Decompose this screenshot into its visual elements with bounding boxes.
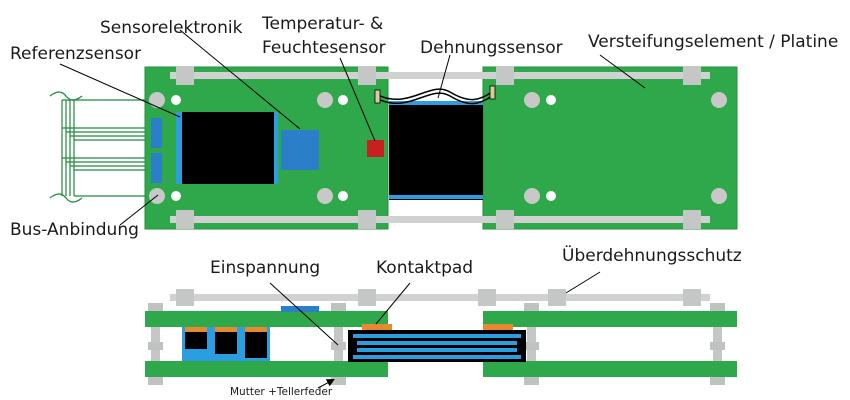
strain-sensor-wire	[374, 85, 496, 105]
label-bus-anbindung: Bus-Anbindung	[10, 220, 139, 240]
side-strain-sensor	[348, 324, 526, 362]
side-nuts	[148, 303, 725, 385]
mounting-holes	[149, 92, 727, 204]
reference-sensor-edge	[274, 112, 278, 184]
label-einspannung: Einspannung	[210, 258, 321, 278]
leader-lines-side	[269, 271, 601, 389]
right-pcb-board	[482, 66, 738, 230]
strain-sensor-block	[389, 105, 483, 200]
side-rod-top	[170, 294, 710, 301]
reference-sensor-chip	[182, 112, 274, 184]
side-pcb-lower-right	[483, 361, 737, 377]
label-kontaktpad: Kontaktpad	[376, 258, 474, 278]
top-view	[49, 66, 738, 230]
strain-sensor-top-edge	[389, 101, 483, 105]
label-temperatur-line1: Temperatur- &	[262, 14, 384, 34]
strain-sensor-bottom-edge	[389, 195, 483, 199]
side-view	[145, 289, 737, 385]
label-ueberdehnungsschutz: Überdehnungsschutz	[562, 246, 742, 266]
rod-clamps-top-view	[176, 66, 701, 229]
label-sensorelektronik: Sensorelektronik	[100, 18, 243, 38]
sensor-electronics	[281, 130, 319, 170]
side-pcb-upper-right	[483, 311, 737, 327]
bus-connector	[151, 112, 182, 184]
label-referenzsensor: Referenzsensor	[10, 44, 142, 64]
side-rod-top-clamps	[176, 289, 701, 306]
label-dehnungssensor: Dehnungssensor	[420, 38, 563, 58]
leader-lines-top	[59, 29, 646, 226]
side-pcb-upper-left	[145, 311, 388, 327]
label-versteifungselement: Versteifungselement / Platine	[588, 32, 839, 52]
side-electronics	[182, 306, 319, 361]
temperature-humidity-sensor	[367, 140, 384, 157]
stiffener-rod-bottom	[170, 216, 710, 223]
label-mutter-tellerfeder: Mutter +Tellerfeder	[230, 386, 333, 398]
side-pcb-lower-left	[145, 361, 388, 377]
bus-wires	[49, 91, 150, 203]
label-temperatur-line2: Feuchtesensor	[262, 38, 386, 58]
stiffener-rod-top	[170, 72, 710, 79]
